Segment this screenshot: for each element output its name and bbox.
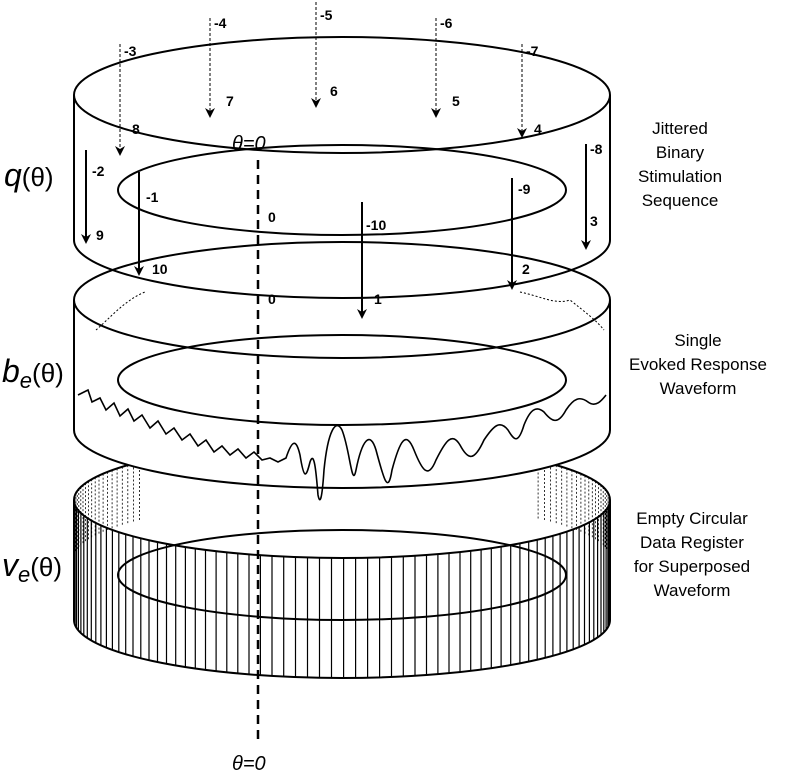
svg-text:Waveform: Waveform <box>654 581 731 600</box>
response-back-dotted-left <box>95 291 146 331</box>
stimulation-ring <box>73 2 611 319</box>
zero-label-top: 0 <box>268 209 276 225</box>
stimulation-ring-bottom-edge <box>73 239 611 299</box>
stim-label: -10 <box>366 217 386 233</box>
svg-text:Empty Circular: Empty Circular <box>636 509 748 528</box>
v-function-label: ve(θ) <box>2 547 62 587</box>
v-description: Empty Circular Data Register for Superpo… <box>634 509 750 600</box>
response-ring <box>73 241 611 501</box>
b-description: Single Evoked Response Waveform <box>629 331 767 398</box>
register-ring-bottom-edge <box>73 619 611 679</box>
response-ring-inner-edge <box>117 334 567 426</box>
theta-label-bottom: θ=0 <box>232 753 266 775</box>
response-ring-top-edge <box>73 241 611 359</box>
stim-label: -9 <box>518 181 531 197</box>
response-back-dotted-right <box>519 291 605 331</box>
back-stimulus-arrows <box>115 2 527 156</box>
svg-text:Waveform: Waveform <box>660 379 737 398</box>
register-ring-inner-edge <box>117 529 567 621</box>
stim-label: -6 <box>440 15 453 31</box>
evoked-response-waveform <box>77 388 607 501</box>
stim-label: -7 <box>526 43 539 59</box>
q-function-label: q(θ) <box>4 157 54 193</box>
svg-text:Data Register: Data Register <box>640 533 744 552</box>
svg-text:Binary: Binary <box>656 143 705 162</box>
stim-label: 2 <box>522 261 530 277</box>
stim-label: -3 <box>124 43 137 59</box>
stim-label: 6 <box>330 83 338 99</box>
register-ring <box>73 441 611 679</box>
stim-label: -8 <box>590 141 603 157</box>
svg-text:Evoked Response: Evoked Response <box>629 355 767 374</box>
stim-label: 5 <box>452 93 460 109</box>
stim-label: 9 <box>96 227 104 243</box>
stim-label: 8 <box>132 121 140 137</box>
stim-label: -2 <box>92 163 105 179</box>
stim-label: 7 <box>226 93 234 109</box>
stim-label: 10 <box>152 261 168 277</box>
response-ring-bottom-edge <box>73 429 611 489</box>
b-function-label: be(θ) <box>2 353 64 393</box>
svg-text:Sequence: Sequence <box>642 191 719 210</box>
stim-label: -1 <box>146 189 159 205</box>
svg-text:for Superposed: for Superposed <box>634 557 750 576</box>
stim-label: 4 <box>534 121 542 137</box>
q-description: Jittered Binary Stimulation Sequence <box>638 119 722 210</box>
register-back-stripes <box>73 460 610 558</box>
svg-text:Single: Single <box>674 331 721 350</box>
svg-text:Jittered: Jittered <box>652 119 708 138</box>
theta-label-top: θ=0 <box>232 133 266 155</box>
zero-label-bottom: 0 <box>268 291 276 307</box>
svg-text:Stimulation: Stimulation <box>638 167 722 186</box>
register-front-stripes <box>74 504 610 678</box>
front-stimulus-arrows <box>81 144 591 319</box>
stimulation-ring-inner-edge <box>117 144 567 236</box>
stim-label: -4 <box>214 15 227 31</box>
stim-label: 3 <box>590 213 598 229</box>
stim-label: -5 <box>320 7 333 23</box>
stim-label: 1 <box>374 291 382 307</box>
